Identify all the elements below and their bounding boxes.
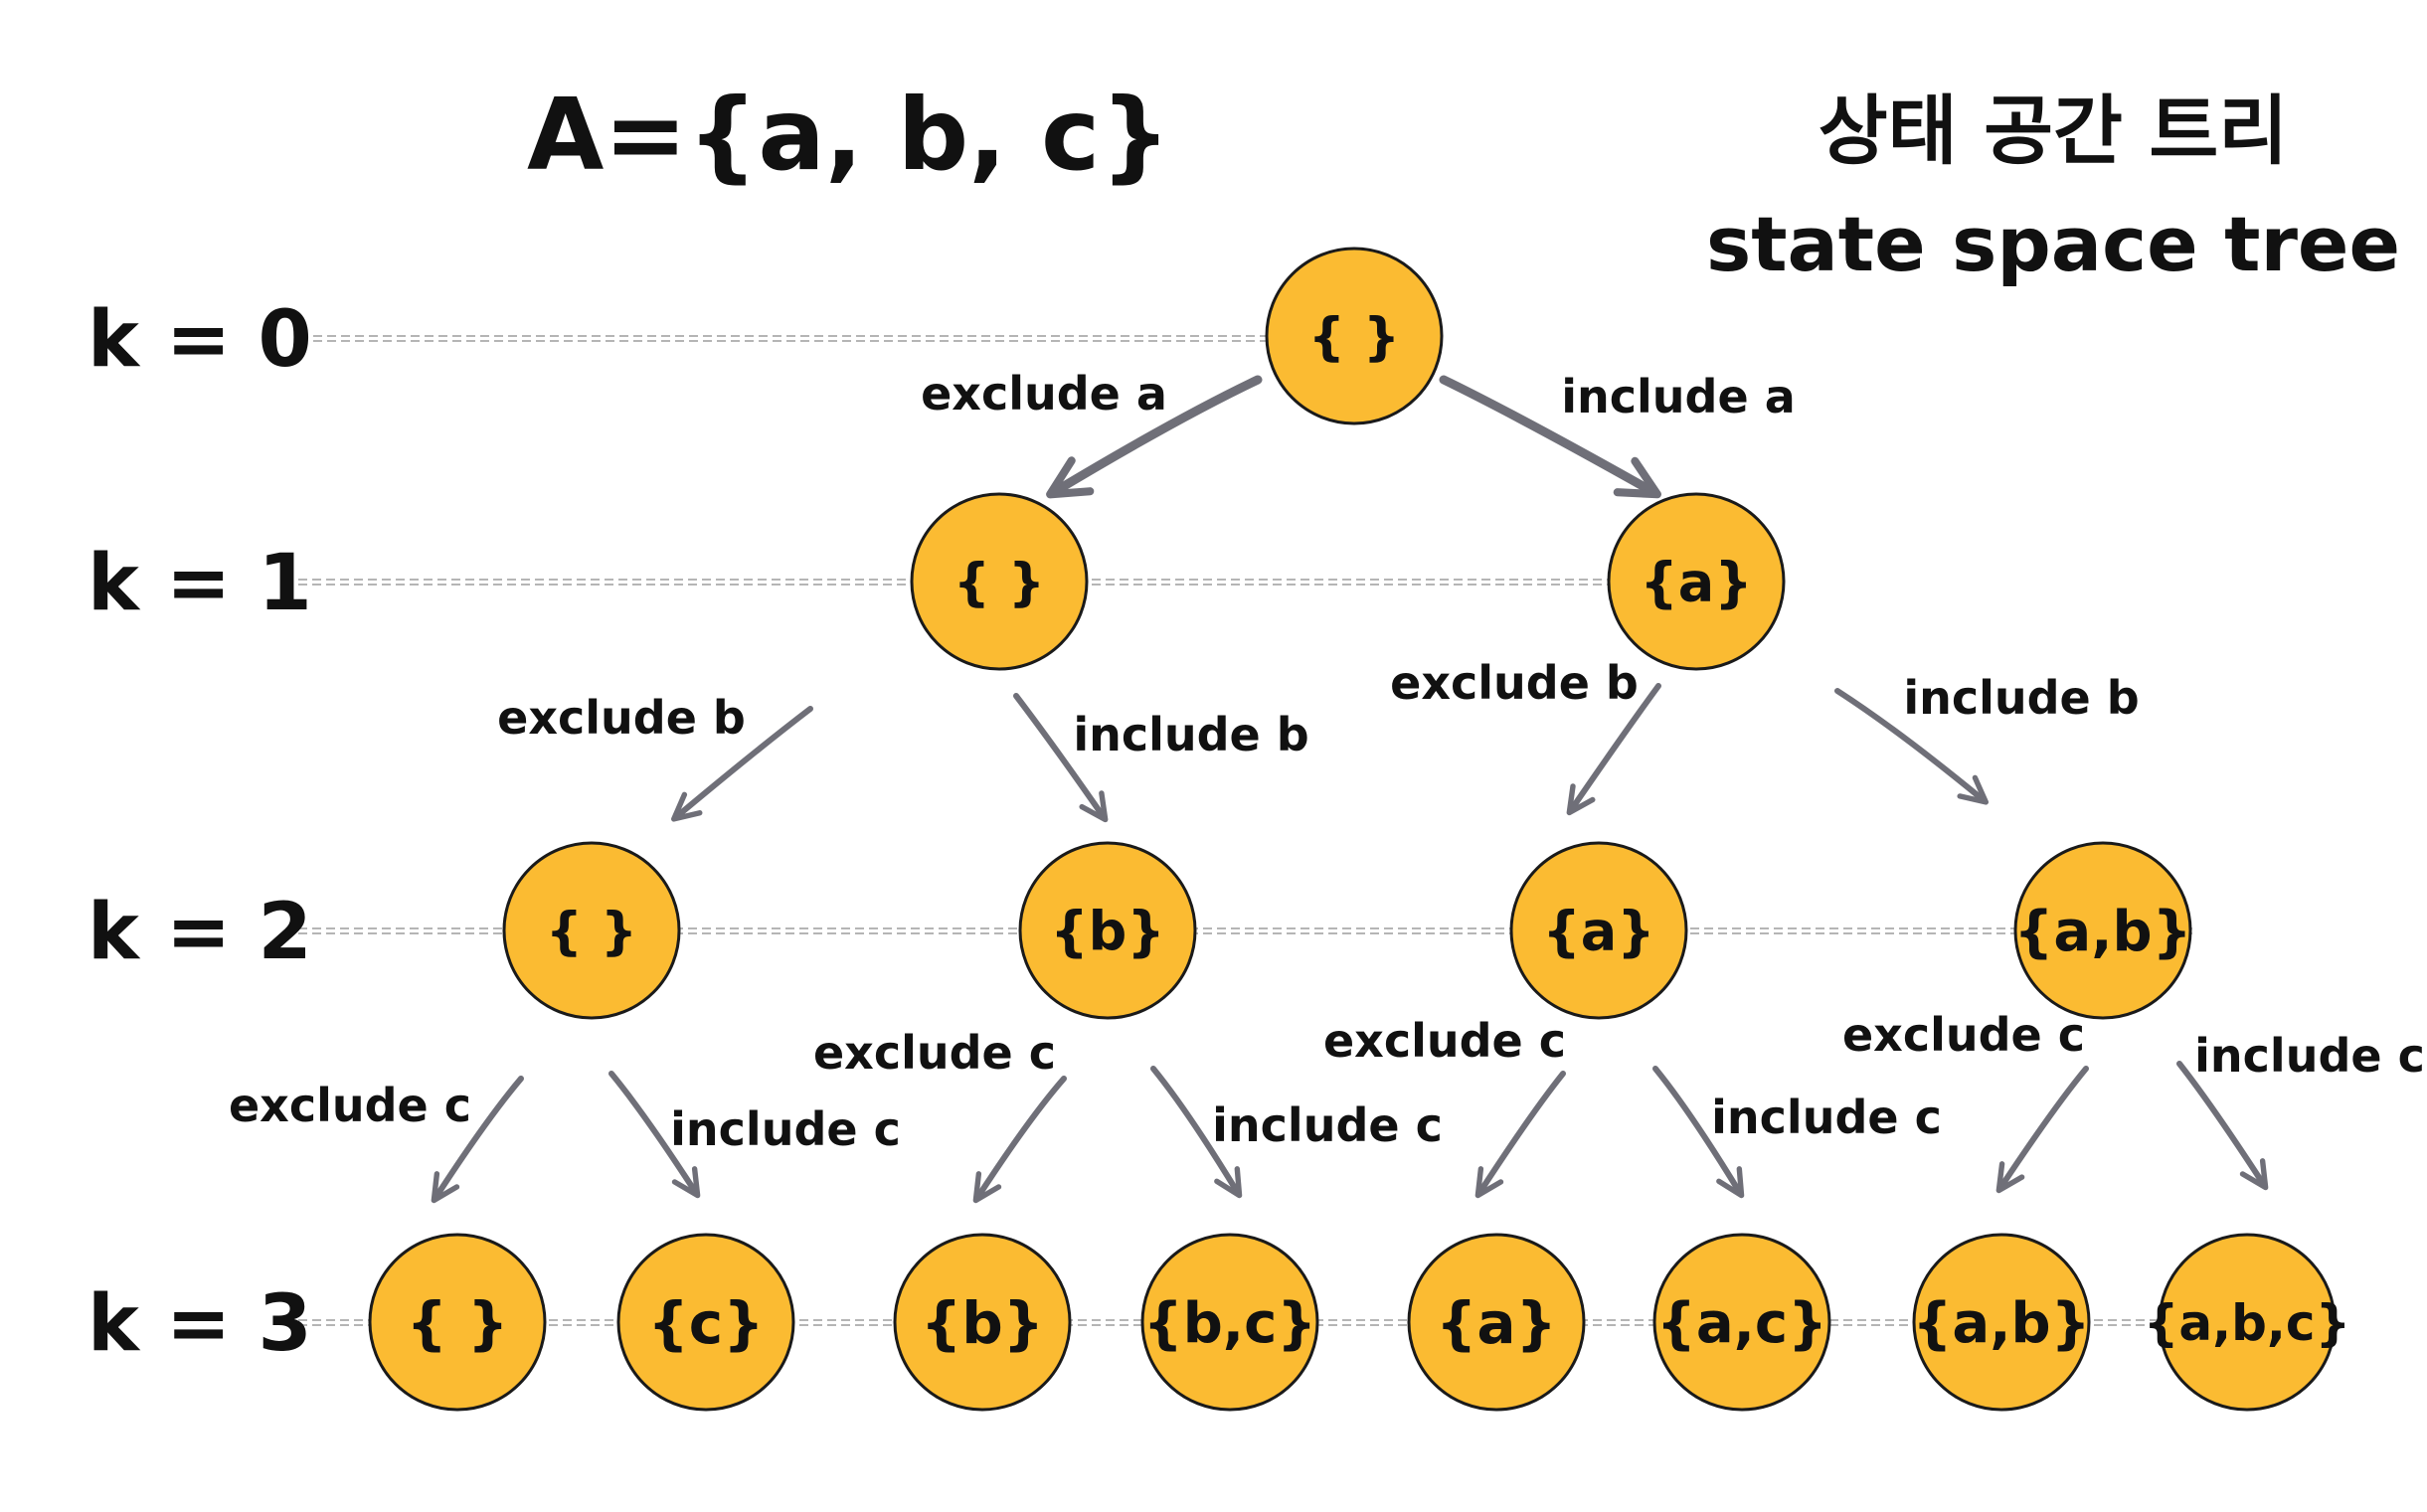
node-label: {b} <box>921 1289 1044 1357</box>
tree-node: {c} <box>616 1233 795 1412</box>
node-circle <box>1509 841 1688 1020</box>
node-label: {b} <box>1050 900 1165 962</box>
node-label: {a,c} <box>1656 1291 1827 1356</box>
node-circle <box>910 492 1089 671</box>
heading-english: state space tree <box>1706 200 2400 288</box>
node-label: {a} <box>1436 1289 1557 1357</box>
level-label: k = 3 <box>87 1279 312 1369</box>
edge-arrow <box>1474 1071 1566 1199</box>
tree-node: { } <box>368 1233 547 1412</box>
edge-arrow <box>972 1076 1067 1204</box>
node-circle <box>1652 1233 1831 1412</box>
node-label: {b,c} <box>1143 1291 1316 1356</box>
edge-arrow <box>1150 1066 1243 1199</box>
edge-arrow <box>431 1076 524 1204</box>
tree-node: {a} <box>1509 841 1688 1020</box>
edge-arrow <box>1995 1066 2089 1194</box>
node-label: { } <box>953 554 1045 613</box>
level-label: k = 0 <box>87 295 312 385</box>
node-circle <box>1407 1233 1586 1412</box>
node-label: {a} <box>1542 900 1654 962</box>
node-label: {a,b} <box>1913 1291 2091 1356</box>
heading-korean: 상태 공간 트리 <box>1819 86 2288 175</box>
edge-arrow <box>1439 375 1661 499</box>
tree-node: {a} <box>1407 1233 1586 1412</box>
edge-label: exclude c <box>813 1026 1056 1080</box>
node-circle <box>1265 247 1444 425</box>
edge-label: exclude b <box>1390 656 1639 710</box>
level-label: k = 1 <box>87 539 312 628</box>
node-label: {a,b,c} <box>2144 1294 2350 1352</box>
tree-node: {b} <box>893 1233 1072 1412</box>
tree-node: {a,b,c} <box>2144 1233 2350 1412</box>
node-circle <box>502 841 681 1020</box>
edge-arrow <box>608 1071 701 1199</box>
node-label: { } <box>407 1289 509 1357</box>
edge-label: include c <box>1711 1091 1942 1144</box>
edge-label: exclude c <box>1323 1014 1566 1068</box>
set-title: A={a, b, c} <box>527 77 1171 193</box>
tree-node: {b} <box>1018 841 1197 1020</box>
tree-node: { } <box>1265 247 1444 425</box>
node-circle <box>616 1233 795 1412</box>
node-circle <box>893 1233 1072 1412</box>
edge-arrow <box>1046 375 1263 499</box>
node-circle <box>2013 841 2192 1020</box>
edge-arrow <box>1652 1066 1745 1199</box>
nodes: { } { } {a} { } {b} {a} {a,b} { } {c} {b} {b,c} {a}… <box>368 247 2350 1412</box>
node-label: {a} <box>1640 551 1752 613</box>
level-lines: k = 0 k = 1 k = 2 k = 3 <box>87 295 2332 1369</box>
node-label: {a,b} <box>2014 900 2192 964</box>
node-circle <box>1018 841 1197 1020</box>
node-circle <box>1607 492 1786 671</box>
tree-node: {a,b} <box>2013 841 2192 1020</box>
tree-node: { } <box>910 492 1089 671</box>
edge-arrow <box>671 706 813 822</box>
edge-arrow <box>1566 683 1661 816</box>
edge-label: include c <box>670 1102 901 1156</box>
tree-node: {b,c} <box>1140 1233 1319 1412</box>
node-circle <box>1140 1233 1319 1412</box>
edge-label: include c <box>2194 1029 2425 1083</box>
tree-node: {a} <box>1607 492 1786 671</box>
node-circle <box>1912 1233 2091 1412</box>
edge-arrow <box>1013 693 1109 823</box>
tree-node: {a,c} <box>1652 1233 1831 1412</box>
edge-label: include b <box>1903 671 2139 725</box>
tree-node: {a,b} <box>1912 1233 2091 1412</box>
node-label: { } <box>546 903 637 962</box>
edge-label: exclude a <box>921 367 1167 420</box>
node-circle <box>368 1233 547 1412</box>
edge-arrow <box>1834 688 1990 805</box>
tree-node: { } <box>502 841 681 1020</box>
edge-label: exclude b <box>497 691 746 745</box>
node-circle <box>2158 1233 2337 1412</box>
edges: exclude a include a exclude b include b excl… <box>229 367 2425 1204</box>
text-layer: A={a, b, c} 상태 공간 트리 state space tree <box>527 77 2400 288</box>
edge-label: exclude c <box>1842 1008 2085 1062</box>
level-label: k = 2 <box>87 888 312 977</box>
edge-label: include a <box>1561 370 1795 423</box>
node-label: { } <box>1308 308 1400 368</box>
edge-label: exclude c <box>229 1079 471 1132</box>
edge-arrow <box>2176 1061 2269 1191</box>
edge-label: include b <box>1073 708 1308 761</box>
node-label: {c} <box>648 1289 765 1357</box>
edge-label: include c <box>1212 1098 1443 1152</box>
